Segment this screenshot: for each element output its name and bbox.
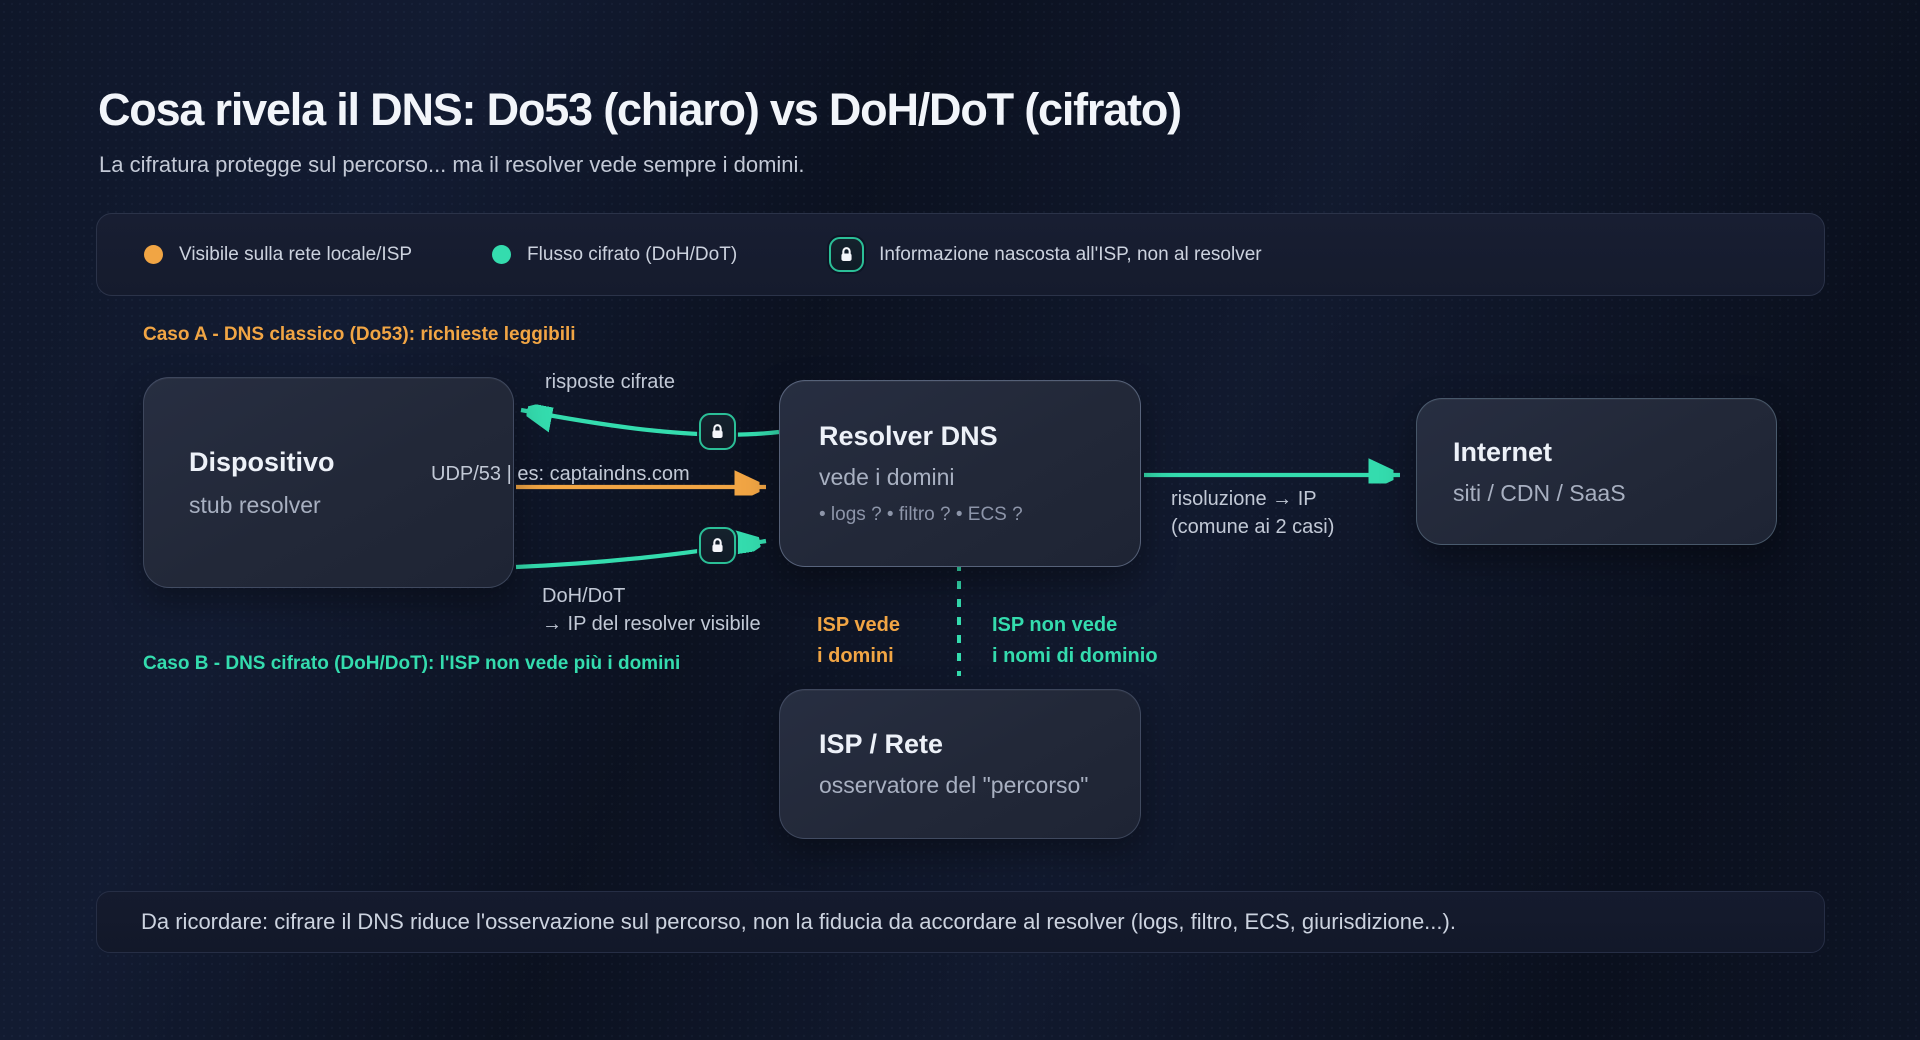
legend-bar: Visibile sulla rete locale/ISP Flusso ci…: [96, 213, 1825, 296]
node-internet: Internet siti / CDN / SaaS: [1416, 398, 1777, 545]
edge-label-encrypted-query: DoH/DoT → IP del resolver visibile: [542, 582, 761, 638]
legend-item-hidden-info: Informazione nascosta all'ISP, non al re…: [829, 237, 1262, 272]
split-label-line: ISP non vede: [992, 614, 1118, 636]
node-subtitle: vede i domini: [819, 464, 955, 490]
page-subtitle: La cifratura protegge sul percorso... ma…: [99, 152, 805, 177]
node-title: Dispositivo: [189, 446, 335, 477]
edge-label-line: (comune ai 2 casi): [1171, 516, 1335, 538]
legend-label: Flusso cifrato (DoH/DoT): [527, 243, 738, 265]
edge-label-encrypted-response: risposte cifrate: [545, 371, 676, 393]
legend-item-visible: Visibile sulla rete locale/ISP: [144, 244, 412, 266]
node-resolver: Resolver DNS vede i domini • logs ? • fi…: [779, 380, 1141, 567]
teal-dot-icon: [492, 245, 512, 264]
case-b-label: Caso B - DNS cifrato (DoH/DoT): l'ISP no…: [143, 653, 681, 674]
node-isp: ISP / Rete osservatore del "percorso": [779, 689, 1141, 839]
lock-icon: [829, 237, 865, 272]
edge-label-line: → IP del resolver visibile: [542, 613, 761, 635]
legend-label: Visibile sulla rete locale/ISP: [179, 243, 413, 265]
edge-label-line: risoluzione → IP: [1171, 488, 1317, 510]
edge-label-line: DoH/DoT: [542, 585, 626, 607]
node-title: Resolver DNS: [819, 421, 998, 451]
node-title: Internet: [1453, 436, 1553, 467]
node-title: ISP / Rete: [819, 729, 944, 759]
node-subtitle: stub resolver: [189, 491, 321, 518]
legend-item-encrypted: Flusso cifrato (DoH/DoT): [492, 244, 737, 266]
split-label-line: i nomi di dominio: [992, 645, 1158, 667]
lock-icon: [699, 527, 736, 564]
page-title: Cosa rivela il DNS: Do53 (chiaro) vs DoH…: [98, 84, 1182, 135]
lock-icon: [699, 413, 736, 450]
edge-label-plain-query: UDP/53 | es: captaindns.com: [431, 463, 690, 485]
isp-does-not-see-label: ISP non vede i nomi di dominio: [992, 610, 1158, 672]
split-label-line: ISP vede: [817, 614, 901, 636]
node-subtitle: siti / CDN / SaaS: [1453, 479, 1626, 506]
edge-label-resolution: risoluzione → IP (comune ai 2 casi): [1171, 485, 1334, 541]
case-a-label: Caso A - DNS classico (Do53): richieste …: [143, 324, 576, 345]
orange-dot-icon: [144, 245, 163, 264]
isp-sees-label: ISP vede i domini: [817, 610, 900, 672]
footer-note-bar: Da ricordare: cifrare il DNS riduce l'os…: [96, 891, 1825, 953]
split-label-line: i domini: [817, 645, 894, 667]
node-subtitle: osservatore del "percorso": [819, 772, 1089, 798]
footer-note-text: Da ricordare: cifrare il DNS riduce l'os…: [141, 909, 1456, 934]
node-device: Dispositivo stub resolver: [143, 377, 514, 588]
legend-label: Informazione nascosta all'ISP, non al re…: [879, 243, 1262, 265]
node-detail: • logs ? • filtro ? • ECS ?: [819, 504, 1023, 525]
arrow-encrypted-response: [520, 410, 780, 437]
